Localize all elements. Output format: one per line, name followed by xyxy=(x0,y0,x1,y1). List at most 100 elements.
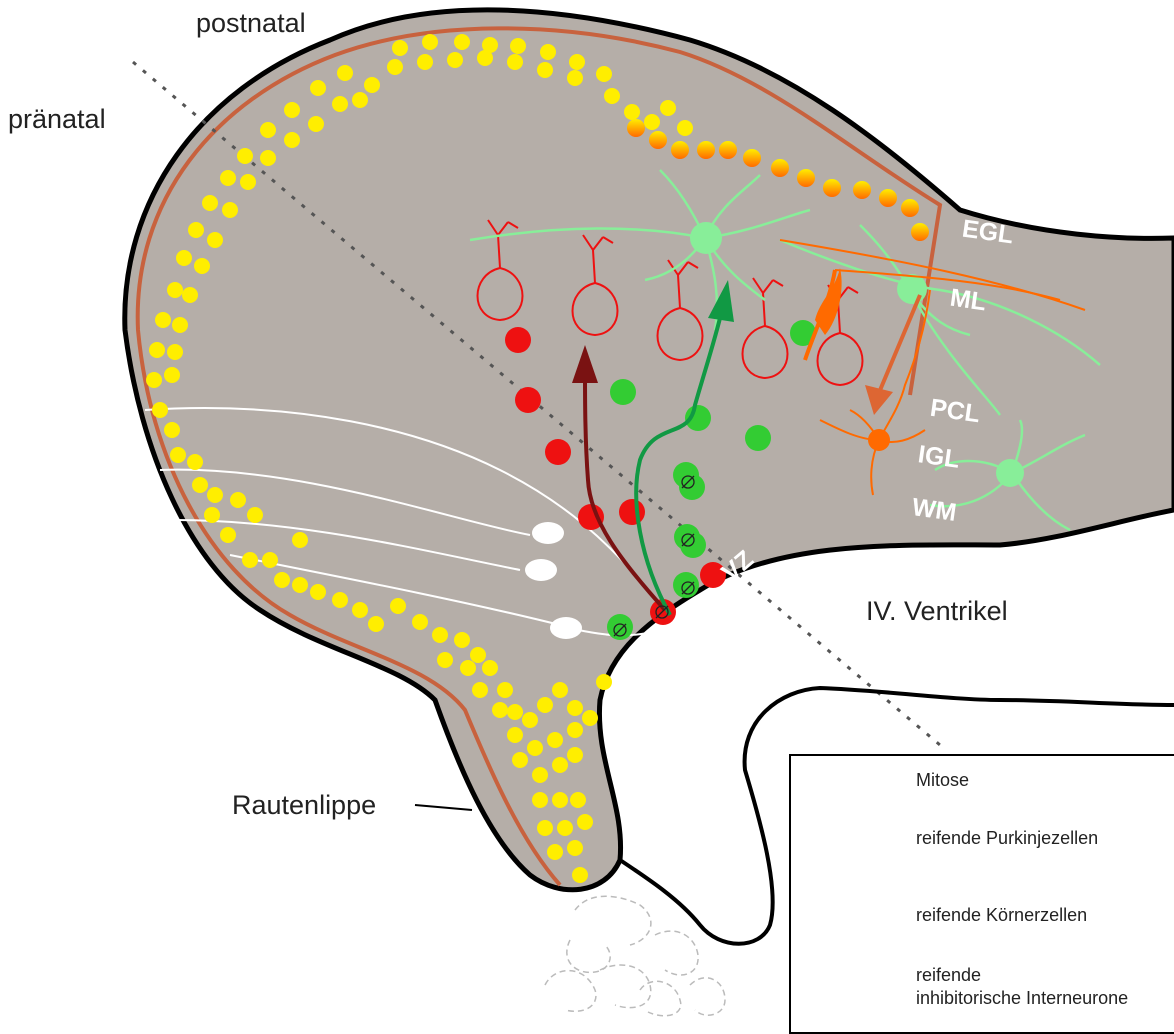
granule-cell xyxy=(879,189,897,207)
granule-precursor xyxy=(207,232,223,248)
granule-precursor xyxy=(570,792,586,808)
granule-precursor xyxy=(572,867,588,883)
granule-precursor xyxy=(532,767,548,783)
granule-precursor xyxy=(540,44,556,60)
praenatal-label: pränatal xyxy=(8,104,106,135)
legend-purkinje: reifende Purkinjezellen xyxy=(916,828,1098,849)
granule-precursor xyxy=(412,614,428,630)
granule-precursor xyxy=(172,317,188,333)
granule-precursor xyxy=(527,740,543,756)
granule-precursor xyxy=(537,62,553,78)
granule-precursor xyxy=(230,492,246,508)
granule-precursor xyxy=(477,50,493,66)
granule-precursor xyxy=(482,660,498,676)
granule-precursor xyxy=(237,148,253,164)
layer-ml: ML xyxy=(948,284,988,318)
granule-cell xyxy=(627,119,645,137)
granule-cell xyxy=(743,149,761,167)
purkinje-precursor xyxy=(505,327,531,353)
granule-precursor xyxy=(557,820,573,836)
granule-precursor xyxy=(155,312,171,328)
granule-precursor xyxy=(454,632,470,648)
granule-precursor xyxy=(164,367,180,383)
granule-precursor xyxy=(332,96,348,112)
granule-precursor xyxy=(284,102,300,118)
granule-precursor xyxy=(447,52,463,68)
interneuron-precursor xyxy=(745,425,771,451)
granule-precursor xyxy=(187,454,203,470)
granule-precursor xyxy=(567,70,583,86)
granule-precursor xyxy=(432,627,448,643)
granule-cell xyxy=(771,159,789,177)
granule-precursor xyxy=(352,602,368,618)
granule-precursor xyxy=(532,792,548,808)
granule-precursor xyxy=(567,747,583,763)
granule-precursor xyxy=(552,792,568,808)
granule-precursor xyxy=(567,722,583,738)
granule-cell xyxy=(911,223,929,241)
granule-precursor xyxy=(472,682,488,698)
legend-interneurone-line1: reifende xyxy=(916,965,981,986)
granule-precursor xyxy=(146,372,162,388)
granule-precursor xyxy=(577,814,593,830)
granule-precursor xyxy=(332,592,348,608)
granule-precursor xyxy=(149,342,165,358)
granule-cell xyxy=(649,131,667,149)
granule-precursor xyxy=(492,702,508,718)
granule-cell xyxy=(697,141,715,159)
layer-wm: WM xyxy=(910,493,958,528)
granule-precursor xyxy=(292,532,308,548)
granule-precursor xyxy=(512,752,528,768)
rautenlippe-label: Rautenlippe xyxy=(232,790,376,821)
purkinje-precursor xyxy=(545,439,571,465)
postnatal-label: postnatal xyxy=(196,8,306,39)
granule-precursor xyxy=(644,114,660,130)
granule-precursor xyxy=(437,652,453,668)
granule-precursor xyxy=(507,54,523,70)
granule-precursor xyxy=(262,552,278,568)
granule-precursor xyxy=(569,54,585,70)
granule-precursor xyxy=(497,682,513,698)
granule-precursor xyxy=(368,616,384,632)
granule-precursor xyxy=(387,59,403,75)
granule-precursor xyxy=(596,66,612,82)
granule-cell xyxy=(719,141,737,159)
granule-precursor xyxy=(364,77,380,93)
granule-cell xyxy=(853,181,871,199)
granule-precursor xyxy=(624,104,640,120)
granule-precursor xyxy=(352,92,368,108)
granule-precursor xyxy=(204,507,220,523)
purkinje-precursor xyxy=(515,387,541,413)
granule-cell xyxy=(671,141,689,159)
granule-precursor xyxy=(188,222,204,238)
granule-precursor xyxy=(164,422,180,438)
interneuron-precursor xyxy=(610,379,636,405)
granule-precursor xyxy=(260,150,276,166)
granule-precursor xyxy=(274,572,290,588)
granule-precursor xyxy=(604,88,620,104)
rautenlippe-pointer xyxy=(415,805,472,810)
granule-precursor xyxy=(240,174,256,190)
granule-precursor xyxy=(596,674,612,690)
ventrikel-label: IV. Ventrikel xyxy=(866,596,1008,627)
granule-precursor xyxy=(567,700,583,716)
granule-precursor xyxy=(202,195,218,211)
granule-precursor xyxy=(220,170,236,186)
granule-precursor xyxy=(510,38,526,54)
granule-precursor xyxy=(222,202,238,218)
granule-precursor xyxy=(552,757,568,773)
granule-precursor xyxy=(260,122,276,138)
granule-precursor xyxy=(390,598,406,614)
granule-precursor xyxy=(470,647,486,663)
choroid-plexus xyxy=(545,896,725,1016)
granule-precursor xyxy=(522,712,538,728)
granule-precursor xyxy=(247,507,263,523)
granule-precursor xyxy=(292,577,308,593)
granule-precursor xyxy=(422,34,438,50)
granule-cell xyxy=(797,169,815,187)
granule-precursor xyxy=(167,282,183,298)
granule-precursor xyxy=(677,120,693,136)
granule-precursor xyxy=(207,487,223,503)
granule-precursor xyxy=(660,100,676,116)
granule-precursor xyxy=(182,287,198,303)
